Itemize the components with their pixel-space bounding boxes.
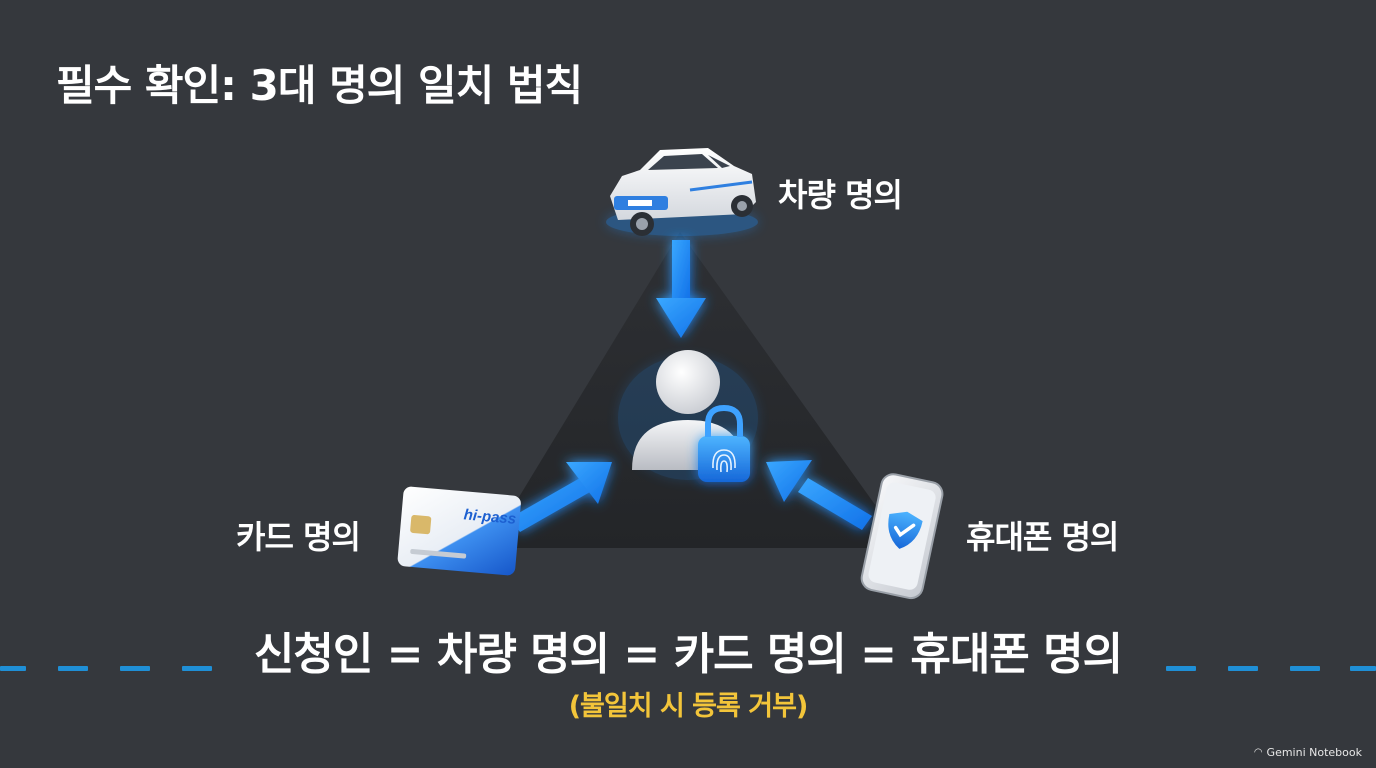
- notebook-logo-icon: ◠: [1253, 747, 1263, 758]
- identity-equation: 신청인 = 차량 명의 = 카드 명의 = 휴대폰 명의: [253, 629, 1123, 680]
- watermark-text: Gemini Notebook: [1266, 746, 1362, 759]
- vehicle-owner-label: 차량 명의: [778, 176, 903, 214]
- arrow-phone-to-center: [766, 460, 872, 530]
- user-lock-fingerprint-icon: [618, 350, 758, 482]
- page-title: 필수 확인: 3대 명의 일치 법칙: [56, 61, 583, 110]
- card-brand-text: hi-pass: [463, 506, 517, 528]
- arrow-card-to-center: [510, 462, 612, 532]
- watermark: ◠ Gemini Notebook: [1254, 746, 1362, 759]
- smartphone-shield-icon: [860, 473, 944, 600]
- dashed-line-left: [0, 666, 214, 672]
- car-icon: [606, 148, 758, 236]
- dashed-line-right: [1166, 666, 1376, 672]
- card-owner-label: 카드 명의: [236, 518, 361, 556]
- phone-owner-label: 휴대폰 명의: [966, 518, 1119, 556]
- hipass-card-icon: hi-pass: [397, 486, 521, 576]
- rejection-note: (불일치 시 등록 거부): [568, 691, 809, 722]
- arrow-vehicle-to-center: [656, 240, 706, 338]
